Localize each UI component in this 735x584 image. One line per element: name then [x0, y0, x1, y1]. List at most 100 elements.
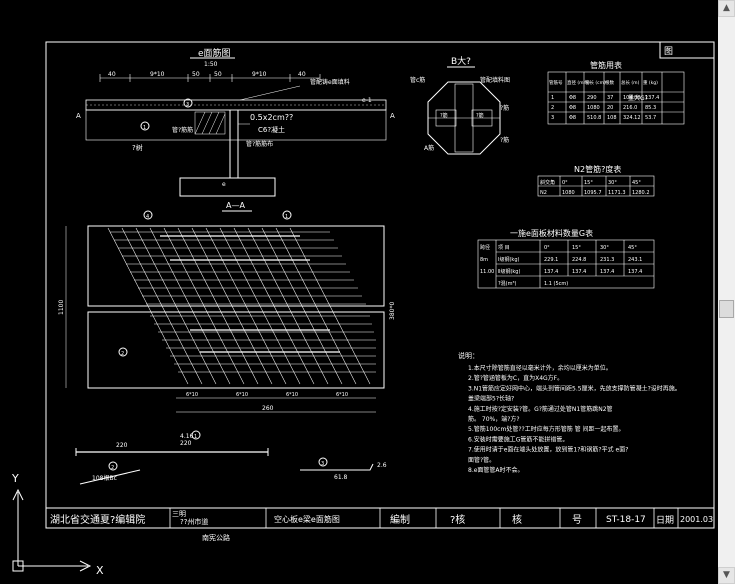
label-right-top: 管配铸e面填料 — [310, 78, 350, 86]
plan-view: 1100 380*0 4 1 — [58, 210, 396, 413]
plan-mark-2 — [118, 347, 128, 357]
bar3-mark-text: 3 — [321, 461, 324, 467]
table3-header: 15° — [572, 245, 581, 251]
mark-circle-3-text: 3 — [186, 102, 189, 108]
table3-cell: 1.1 (5cm) — [544, 281, 568, 287]
table2-cell: 1095.7 — [584, 190, 602, 196]
date-value: 2001.03 — [680, 515, 713, 524]
table1-header: 根数 — [605, 79, 614, 86]
main-title: e面筋图 — [198, 47, 231, 59]
corner-label: 图 — [664, 46, 673, 57]
table3-cell: 137.4 — [572, 269, 586, 275]
table1-cell: 53.7 — [645, 115, 656, 121]
note-line: 7.使用时请于e面在端头处放置，放到管1?和钢筋?平式 e面? — [468, 446, 628, 454]
vertical-scrollbar[interactable]: ▲ ▼ — [718, 0, 735, 584]
table1-cell: Φ8 — [569, 115, 576, 121]
scrollbar-thumb[interactable] — [719, 300, 734, 318]
table1-header: 总长 (m) — [621, 79, 640, 86]
plan-upper-slab — [87, 225, 385, 307]
detail-label-6: A筋 — [424, 144, 434, 152]
deck-lower — [85, 109, 387, 141]
detail-label-1: 管c筋 — [410, 76, 425, 84]
table3-cell: 137.4 — [600, 269, 614, 275]
scroll-up-arrow-icon[interactable]: ▲ — [718, 0, 735, 17]
table3-cell: 224.8 — [572, 257, 586, 263]
section-letter-left: A — [76, 112, 81, 120]
table3-header: 跨径 — [480, 244, 490, 251]
note-line: 8.e面管管A时不会。 — [468, 466, 524, 474]
cad-drawing-canvas: 图 e面筋图 1:50 40 9*10 50 50 9*10 40 A A — [11, 41, 715, 577]
note-line: 面管?管。 — [468, 456, 495, 464]
bar3-mark — [318, 457, 328, 467]
table3-header: 项 目 — [498, 245, 510, 251]
table3-cell: ?混(m³) — [498, 280, 516, 287]
plan-mark-4 — [143, 210, 153, 220]
dim-top-5: 9*10 — [252, 71, 267, 78]
mark-circle-1 — [140, 121, 150, 131]
detail-label-7: ?筋 — [500, 136, 509, 144]
dim-plan-total: 260 — [262, 405, 274, 412]
scroll-down-arrow-icon[interactable]: ▼ — [718, 567, 735, 584]
label-note-a: 0.5x2cm?? — [250, 113, 293, 122]
date-label: 日期 — [656, 515, 674, 526]
detail-b: B大? 管c筋 管配填料图 ?筋 ?筋 ?筋 A筋 ?筋 — [410, 55, 510, 155]
table3-header: 30° — [600, 245, 609, 251]
pier-footing — [179, 177, 276, 197]
corner-box — [659, 41, 715, 59]
unit-name: 湖北省交通夏?编辑院 — [50, 513, 145, 526]
table-1 — [547, 71, 685, 125]
table3-cell: Ⅱ级钢(kg) — [498, 268, 520, 275]
table3-cell: 137.4 — [544, 269, 558, 275]
table-3 — [477, 239, 655, 289]
table1-cell: 108 — [607, 115, 617, 121]
table1-cell: 1 — [551, 95, 554, 101]
bar-2 — [79, 469, 141, 485]
table1-header: 管筋号 — [549, 79, 563, 86]
notes-list: 1.本尺寸除管筋直径以毫米计外，余均以厘米为单位。2.管?管涵管板为C，直为X4… — [468, 364, 681, 474]
table1-cell: 1080 — [587, 105, 600, 111]
table1-cell: 3 — [551, 115, 554, 121]
note-line: 3.N1管筋应定好网中心，端头到管间距5.5厘米，先放支撑防管凝土?设时再施。 — [468, 384, 681, 392]
bar1-top2: 220 — [180, 440, 192, 447]
title-block — [169, 508, 679, 528]
dim-top-4: 50 — [214, 71, 222, 78]
bar3-total: 61.8 — [334, 474, 348, 481]
detail-octagon — [427, 81, 501, 155]
plan-lower-slab — [87, 311, 385, 389]
label-bar-z: e-1 — [362, 97, 372, 104]
table1-cell: Φ8 — [569, 105, 576, 111]
dim-top-6: 40 — [298, 71, 306, 78]
label-note-b: C6?凝土 — [258, 125, 285, 134]
table1-header: 管长 (cm) — [585, 79, 606, 86]
plan-mark-1-text: 1 — [285, 214, 288, 220]
table2-header: 45° — [632, 180, 641, 186]
bar2-mark-text: 2 — [111, 465, 114, 471]
label-reinf: 管?筋筋 — [172, 126, 193, 134]
table3-cell: 231.3 — [600, 257, 614, 263]
check-label: ?核 — [450, 513, 465, 526]
plan-mark-4-text: 4 — [146, 214, 149, 220]
table3-cell: 8m — [480, 257, 488, 263]
table1-cell: 20 — [607, 105, 613, 111]
ucs-icon — [12, 488, 92, 572]
note-line: 1.本尺寸除管筋直径以毫米计外，余均以厘米为单位。 — [468, 364, 612, 372]
project-a: 三明 — [172, 510, 186, 518]
detail-label-4: ?筋 — [476, 112, 484, 119]
note-line: 盖梁端部5?长轴? — [468, 395, 514, 403]
table1-cell: 37 — [607, 95, 613, 101]
detail-title: B大? — [451, 55, 471, 67]
table1-title: 管筋用表 — [590, 60, 622, 70]
table1-header: 直径 (mm) — [567, 79, 590, 86]
ucs-x: X — [96, 564, 104, 577]
reinforcement-grid — [107, 227, 376, 385]
main-scale: 1:50 — [204, 61, 218, 68]
drawing-number: ST-18-17 — [606, 515, 646, 525]
bar1-mark-text: 1 — [194, 434, 197, 440]
project-c: 南宪公路 — [202, 533, 230, 542]
table3-cell: 243.1 — [628, 257, 642, 263]
table-2 — [537, 175, 655, 197]
table1-cell: 510.8 — [587, 115, 601, 121]
